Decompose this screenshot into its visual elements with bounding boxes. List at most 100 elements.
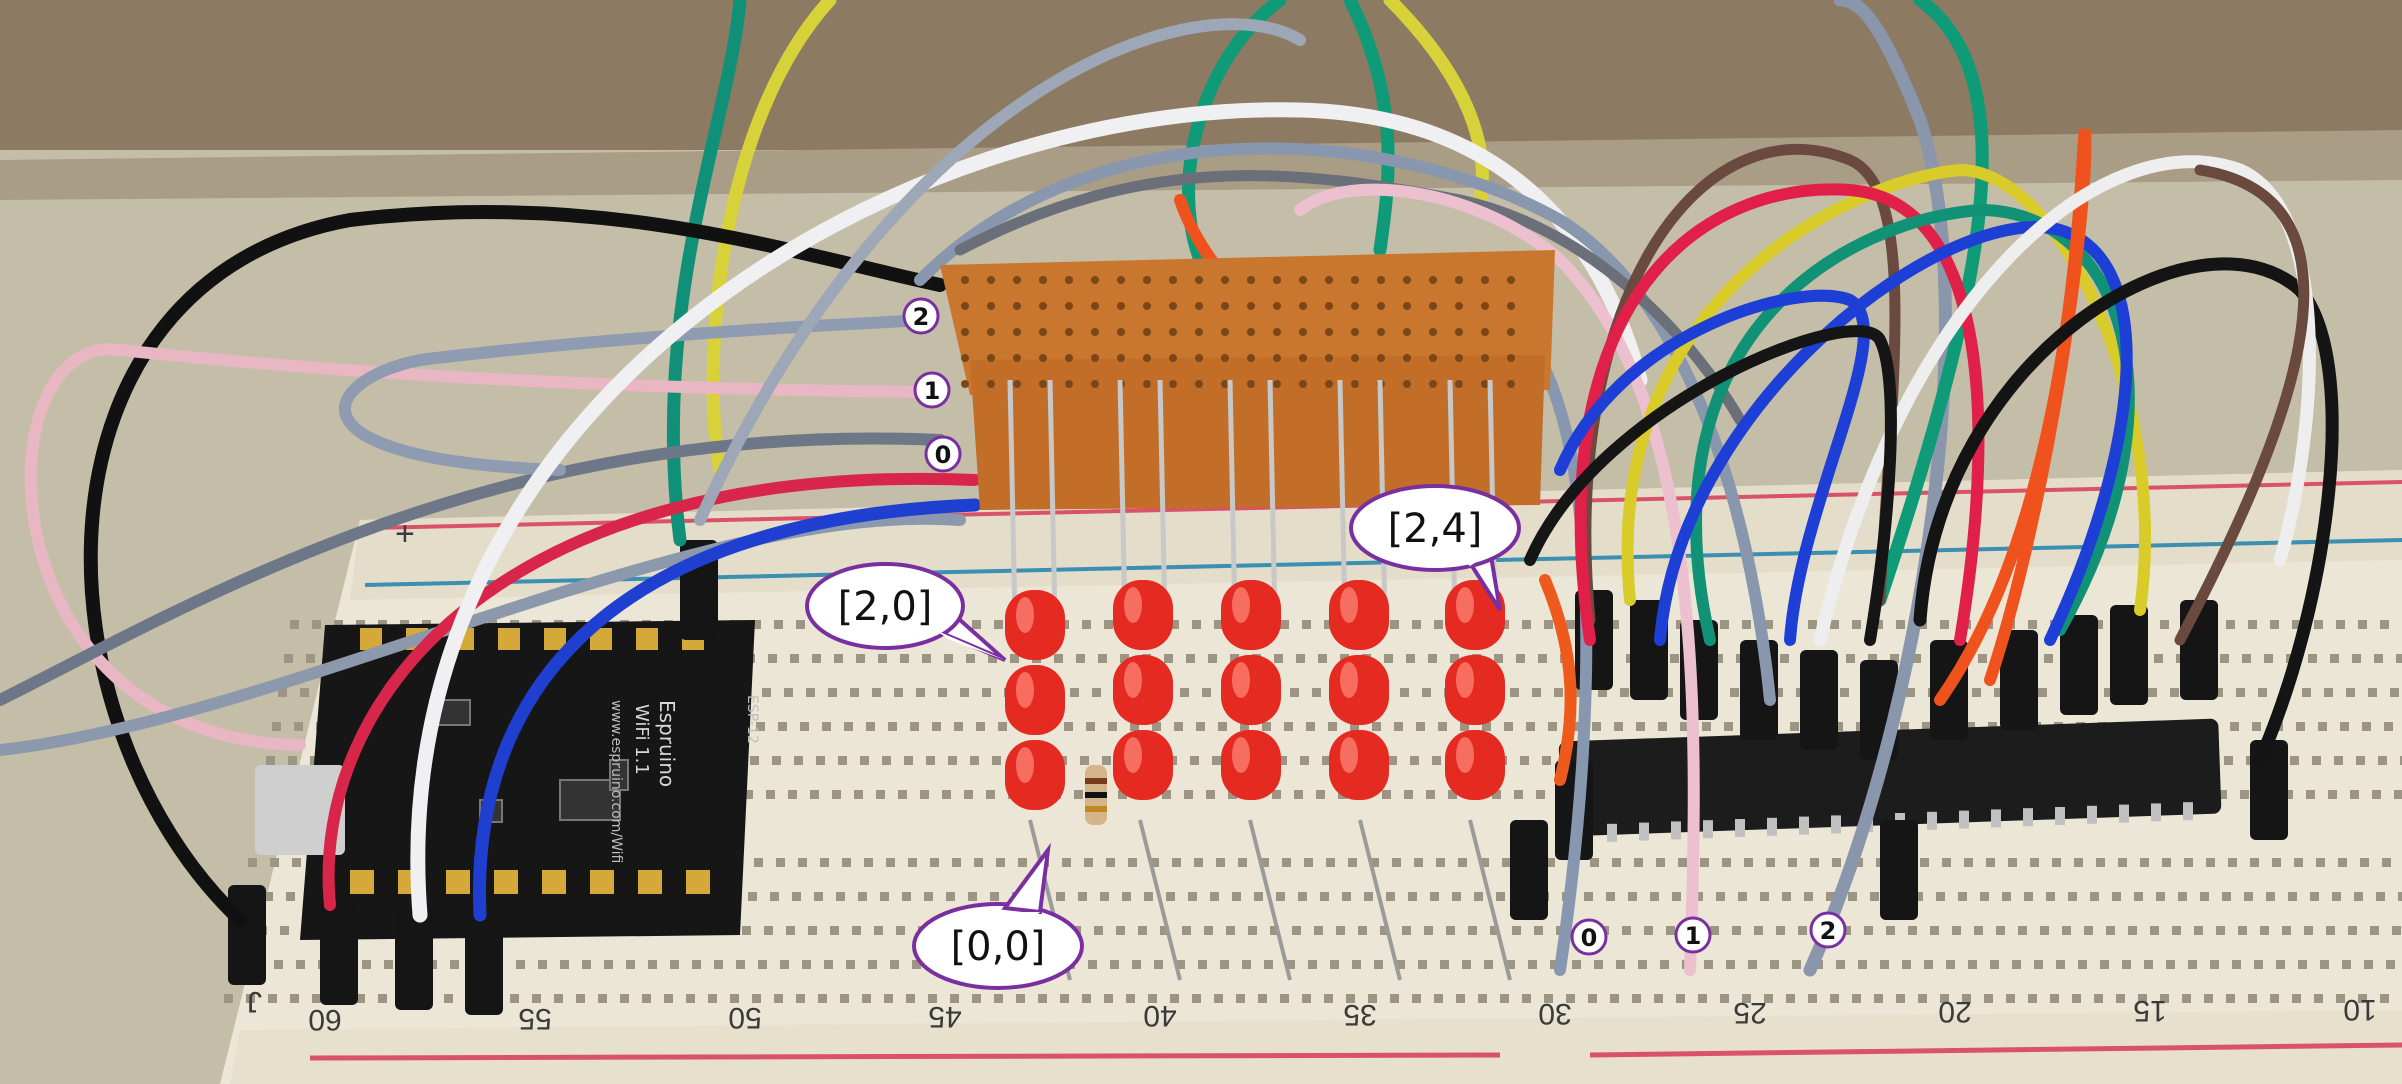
perfboard-hole xyxy=(1299,302,1307,310)
breadboard-hole xyxy=(1536,790,1545,799)
perfboard-hole xyxy=(987,380,995,388)
breadboard-hole xyxy=(774,620,783,629)
ic-pin xyxy=(1927,811,1937,830)
breadboard-hole xyxy=(2380,620,2389,629)
breadboard-hole xyxy=(290,620,299,629)
breadboard-hole xyxy=(1840,688,1849,697)
breadboard-hole xyxy=(2264,654,2273,663)
breadboard-hole xyxy=(1482,722,1491,731)
perfboard-hole xyxy=(1065,302,1073,310)
breadboard-hole xyxy=(1908,926,1917,935)
breadboard-hole xyxy=(2006,994,2015,1003)
breadboard-hole xyxy=(1194,858,1203,867)
ic-pin xyxy=(1639,822,1649,841)
breadboard-hole xyxy=(714,960,723,969)
breadboard-hole xyxy=(1152,722,1161,731)
breadboard-hole xyxy=(900,654,909,663)
perfboard-hole xyxy=(1065,380,1073,388)
breadboard-hole xyxy=(1402,926,1411,935)
breadboard-hole xyxy=(1062,858,1071,867)
breadboard-hole xyxy=(246,994,255,1003)
led-highlight xyxy=(1232,737,1250,773)
breadboard-hole xyxy=(1172,858,1181,867)
breadboard-hole xyxy=(922,654,931,663)
perfboard-hole xyxy=(1351,354,1359,362)
breadboard-hole xyxy=(1324,620,1333,629)
breadboard-hole xyxy=(2188,960,2197,969)
breadboard-hole xyxy=(1236,994,1245,1003)
breadboard-hole xyxy=(2008,858,2017,867)
breadboard-hole xyxy=(2380,994,2389,1003)
breadboard-hole xyxy=(2214,688,2223,697)
breadboard-hole xyxy=(1532,688,1541,697)
perfboard-hole xyxy=(1195,302,1203,310)
wire-blue-right xyxy=(1554,289,1870,646)
perfboard-hole xyxy=(1429,302,1437,310)
breadboard-hole xyxy=(1962,994,1971,1003)
wire-plug xyxy=(1880,820,1918,920)
breadboard-hole xyxy=(1130,722,1139,731)
breadboard-hole xyxy=(822,722,831,731)
breadboard-hole xyxy=(2386,960,2395,969)
breadboard-hole xyxy=(1322,756,1331,765)
breadboard-hole xyxy=(1922,722,1931,731)
red-led xyxy=(1221,580,1281,650)
perfboard-hole xyxy=(1221,302,1229,310)
breadboard-hole xyxy=(1170,620,1179,629)
breadboard-hole xyxy=(1698,994,1707,1003)
breadboard-hole xyxy=(1788,858,1797,867)
breadboard-hole xyxy=(1964,858,1973,867)
breadboard-hole xyxy=(356,620,365,629)
breadboard-hole xyxy=(2028,994,2037,1003)
breadboard-hole xyxy=(1526,722,1535,731)
red-led xyxy=(1005,740,1065,810)
wire-plug xyxy=(228,885,266,985)
breadboard-hole xyxy=(946,892,955,901)
breadboard-hole xyxy=(444,994,453,1003)
breadboard-hole xyxy=(1510,688,1519,697)
breadboard-hole xyxy=(2392,926,2401,935)
breadboard-hole xyxy=(1238,858,1247,867)
perfboard-hole xyxy=(1091,380,1099,388)
breadboard-hole xyxy=(1566,620,1575,629)
breadboard-hole xyxy=(1078,892,1087,901)
breadboard-hole xyxy=(268,994,277,1003)
breadboard-hole xyxy=(1792,960,1801,969)
breadboard-hole xyxy=(278,688,287,697)
perfboard-hole xyxy=(1039,380,1047,388)
breadboard-hole xyxy=(1942,858,1951,867)
perfboard-hole xyxy=(1507,354,1515,362)
breadboard-hole xyxy=(1694,892,1703,901)
board-pin xyxy=(446,870,470,894)
board-title: Espruino xyxy=(655,700,679,787)
breadboard-hole xyxy=(2072,994,2081,1003)
breadboard-hole xyxy=(756,722,765,731)
breadboard-hole xyxy=(1722,858,1731,867)
breadboard-hole xyxy=(1914,892,1923,901)
perfboard-hole xyxy=(1377,354,1385,362)
perfboard-hole xyxy=(1481,276,1489,284)
breadboard-hole xyxy=(1638,960,1647,969)
breadboard-hole xyxy=(2226,620,2235,629)
board-module-label: ESP-12 xyxy=(744,695,760,744)
breadboard-hole xyxy=(850,688,859,697)
led-highlight xyxy=(1232,587,1250,623)
perfboard-hole xyxy=(1273,354,1281,362)
breadboard-hole xyxy=(2336,994,2345,1003)
breadboard-hole xyxy=(1084,858,1093,867)
breadboard-hole xyxy=(972,994,981,1003)
breadboard-hole xyxy=(1248,926,1257,935)
breadboard-hole xyxy=(2184,858,2193,867)
breadboard-hole xyxy=(1456,994,1465,1003)
breadboard-hole xyxy=(2338,858,2347,867)
perfboard-hole xyxy=(1065,328,1073,336)
rail-line-red-bottom xyxy=(309,1052,1501,1061)
breadboard-hole xyxy=(1506,960,1515,969)
perfboard-hole xyxy=(1143,328,1151,336)
perfboard-hole xyxy=(1351,328,1359,336)
perfboard-hole xyxy=(1143,354,1151,362)
breadboard-hole xyxy=(1430,892,1439,901)
breadboard-hole xyxy=(2270,620,2279,629)
led-leg xyxy=(1337,379,1348,621)
